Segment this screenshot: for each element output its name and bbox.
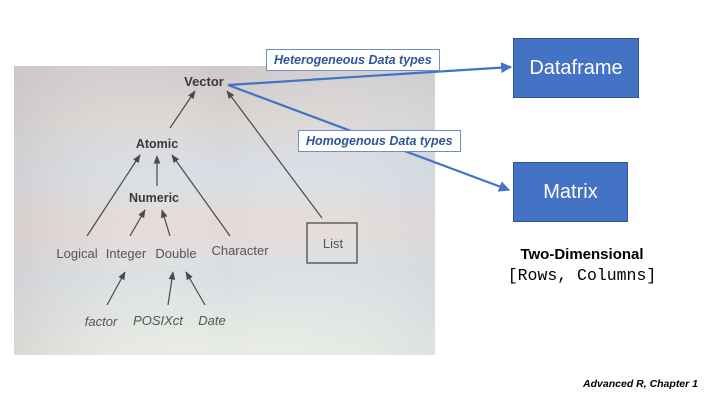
node-atomic: Atomic: [136, 137, 178, 151]
node-integer: Integer: [106, 246, 147, 261]
node-factor: factor: [85, 314, 118, 329]
edge-atomic-vector: [169, 90, 196, 129]
node-date: Date: [198, 313, 225, 328]
node-posixct: POSIXct: [133, 313, 184, 328]
node-vector: Vector: [184, 74, 224, 89]
edge-factor-integer: [106, 271, 126, 306]
edge-date-double: [185, 271, 206, 306]
photo-tint: [14, 66, 435, 355]
node-list: List: [323, 236, 344, 251]
node-logical: Logical: [56, 246, 97, 261]
two-dimensional-title: Two-Dimensional: [520, 246, 644, 263]
edge-character-atomic: [171, 154, 231, 237]
citation: Advanced R, Chapter 1: [583, 378, 698, 390]
heterogeneous-label: Heterogeneous Data types: [266, 49, 440, 71]
homogenous-label: Homogenous Data types: [298, 130, 461, 152]
dataframe-box: Dataframe: [513, 38, 639, 98]
matrix-box: Matrix: [513, 162, 628, 222]
node-numeric: Numeric: [129, 191, 179, 205]
edge-double-numeric: [161, 209, 171, 237]
node-character: Character: [211, 243, 269, 258]
edge-integer-numeric: [129, 209, 146, 237]
list-node-box: [306, 222, 358, 264]
edge-posixct-double: [167, 271, 176, 306]
edge-logical-atomic: [86, 154, 141, 237]
rows-columns-text: [Rows, Columns]: [507, 266, 657, 285]
node-double: Double: [155, 246, 196, 261]
